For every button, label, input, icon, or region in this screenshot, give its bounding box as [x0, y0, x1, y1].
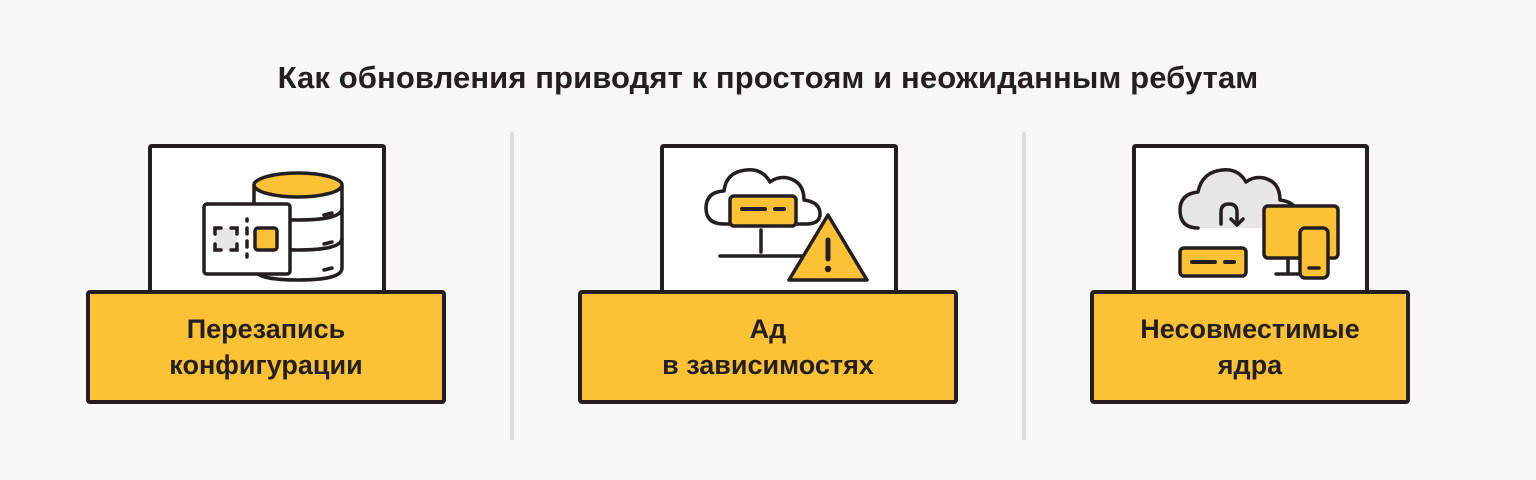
card-label-line: в зависимостях [662, 350, 874, 380]
cloud-server-warning-icon [704, 168, 869, 282]
card-label-line: ядра [1217, 350, 1283, 380]
card-label: Несовместимые ядра [1090, 290, 1410, 404]
card-label-line: Перезапись [186, 314, 346, 344]
cloud-devices-update-icon [1178, 168, 1340, 280]
divider [510, 132, 514, 440]
card-label-line: Ад [749, 314, 787, 344]
icon-frame [660, 144, 898, 292]
card-label: Ад в зависимостях [578, 290, 958, 404]
card-label-line: конфигурации [169, 350, 363, 380]
page-title: Как обновления приводят к простоям и нео… [277, 60, 1259, 95]
divider [1022, 132, 1026, 440]
icon-frame [1132, 144, 1369, 292]
icon-frame [148, 144, 386, 292]
card-label: Перезапись конфигурации [86, 290, 446, 404]
card-label-line: Несовместимые [1140, 314, 1360, 344]
database-config-icon [202, 171, 344, 282]
